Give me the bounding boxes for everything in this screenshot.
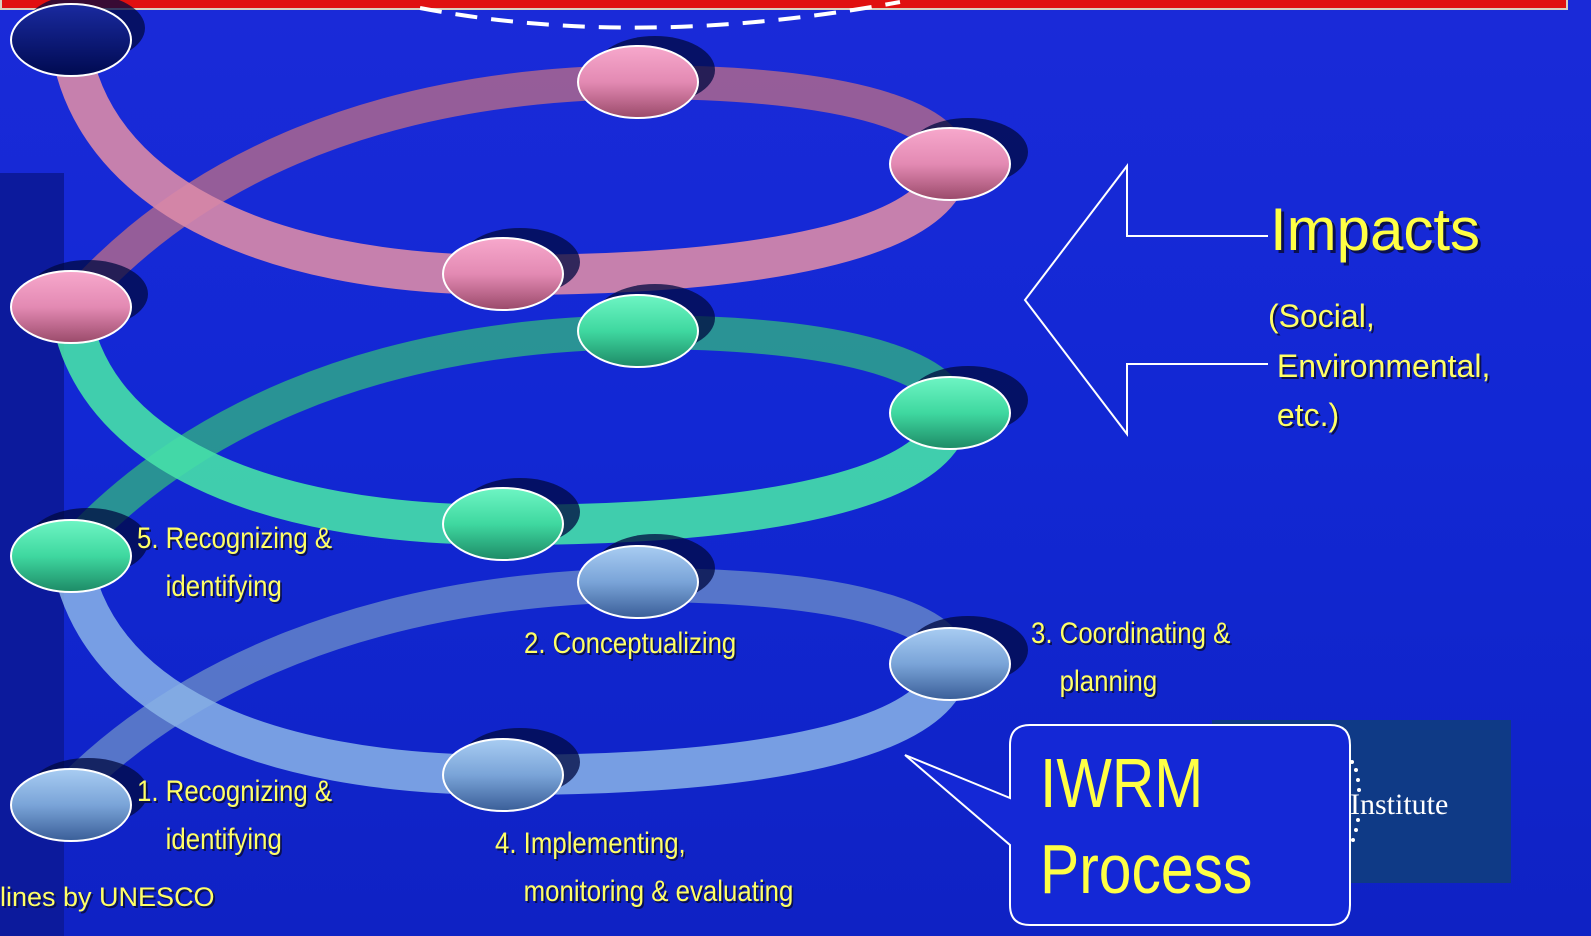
node-pink-right — [889, 127, 1011, 201]
impacts-subtitle: (Social, Environmental, etc.) — [1268, 298, 1491, 434]
node-green-left — [10, 519, 132, 593]
title-bar-strip — [0, 0, 1568, 10]
impacts-title: Impacts — [1270, 196, 1481, 263]
step-4-label: 4. Implementing, monitoring & evaluating — [495, 827, 794, 908]
iwrm-process-label: IWRM Process — [1040, 744, 1253, 909]
step-2-label: 2. Conceptualizing — [524, 627, 737, 660]
institute-logo: Institute — [1212, 720, 1511, 883]
impacts-arrow — [1023, 163, 1268, 437]
node-blue-top — [577, 545, 699, 619]
step-5-label: 5. Recognizing & identifying — [137, 522, 333, 603]
node-pink-left — [10, 270, 132, 344]
node-pink-bottom — [442, 237, 564, 311]
step-1-label: 1. Recognizing & identifying — [137, 775, 333, 856]
node-pink-top — [577, 45, 699, 119]
node-green-right — [889, 376, 1011, 450]
node-blue-left — [10, 768, 132, 842]
node-green-bottom — [442, 487, 564, 561]
spiral-continuation-dashed — [419, 0, 901, 30]
node-blue-right — [889, 627, 1011, 701]
logo-dots-icon — [1347, 760, 1361, 850]
footer-credit: lines by UNESCO — [0, 882, 215, 912]
node-blue-bottom — [442, 738, 564, 812]
node-green-top — [577, 294, 699, 368]
node-top-navy — [10, 3, 132, 77]
step-3-label: 3. Coordinating & planning — [1031, 617, 1231, 698]
logo-text: Institute — [1350, 788, 1449, 821]
